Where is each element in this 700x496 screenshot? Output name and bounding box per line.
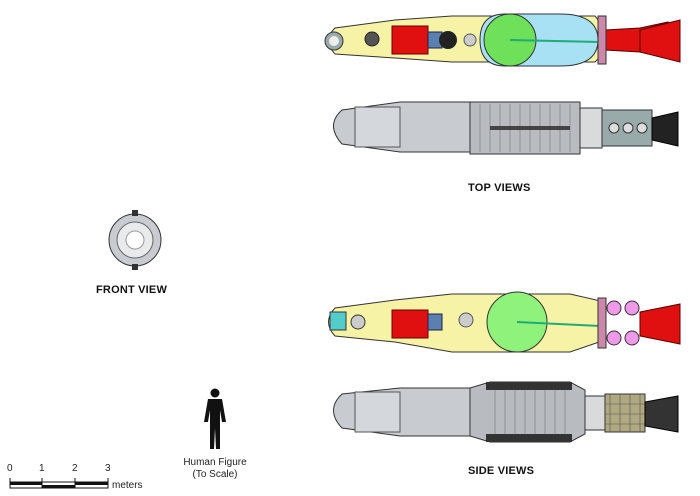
top-cutaway-drawing <box>324 13 681 67</box>
scale-tick-2: 2 <box>72 463 78 474</box>
side-cutaway-drawing <box>328 291 681 353</box>
human-figure-caption: Human Figure (To Scale) <box>172 457 258 481</box>
human-figure-caption-line2: (To Scale) <box>192 469 238 480</box>
human-figure-drawing <box>204 388 226 449</box>
scale-tick-0: 0 <box>7 463 13 474</box>
front-view-label: FRONT VIEW <box>96 284 168 296</box>
front-view-drawing <box>108 210 162 270</box>
human-figure-caption-line1: Human Figure <box>183 457 247 468</box>
side-exterior-drawing <box>333 381 679 443</box>
top-views-label: TOP VIEWS <box>468 182 531 194</box>
top-exterior-drawing <box>333 101 679 155</box>
scale-unit: meters <box>112 480 143 491</box>
scale-tick-3: 3 <box>105 463 111 474</box>
scale-bar-drawing <box>9 478 109 489</box>
side-views-label: SIDE VIEWS <box>468 465 535 477</box>
scale-tick-1: 1 <box>39 463 45 474</box>
